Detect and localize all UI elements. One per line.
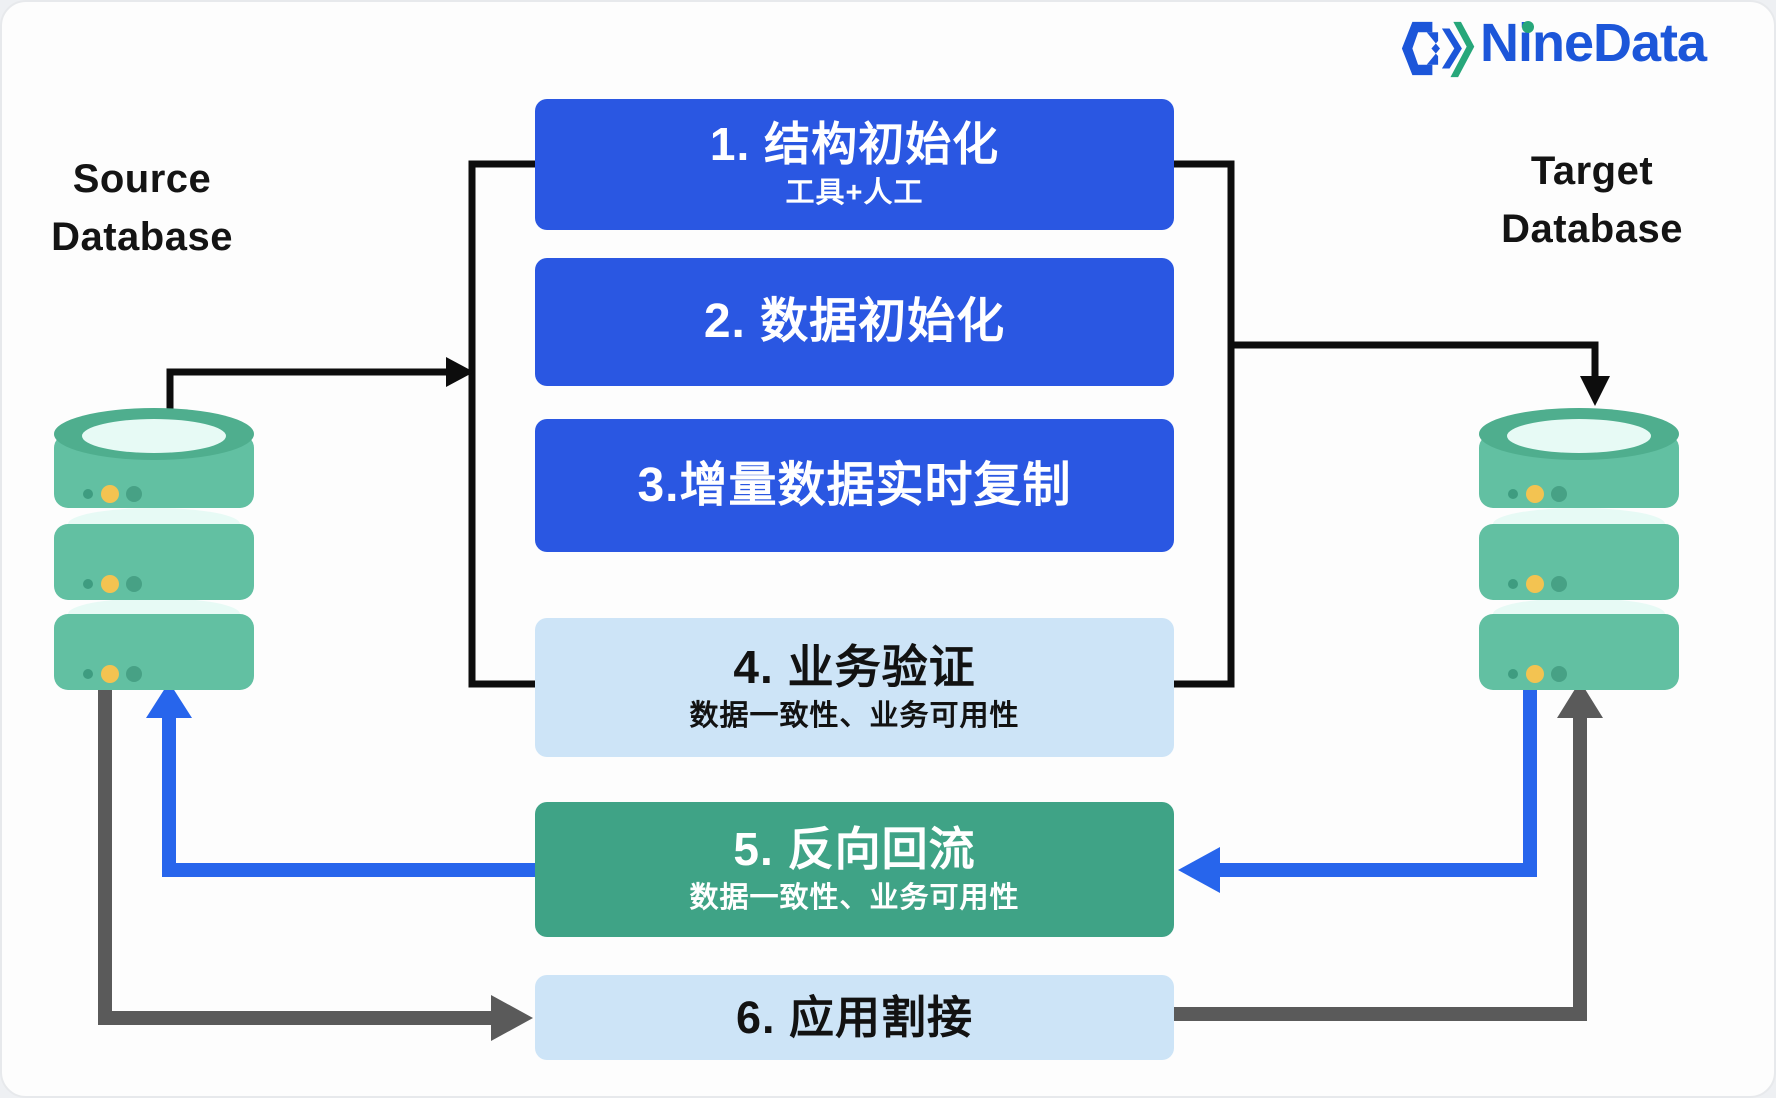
target-arrowhead-icon bbox=[1580, 376, 1610, 406]
flow-step-5-title: 5. 反向回流 bbox=[733, 822, 976, 875]
source-database-icon bbox=[54, 408, 254, 690]
target-to-step5-line bbox=[1218, 686, 1537, 877]
flow-step-4-title: 4. 业务验证 bbox=[733, 640, 976, 693]
target-database-label: Target Database bbox=[1501, 149, 1683, 251]
logo-wordmark: NineData bbox=[1480, 13, 1707, 73]
step5-to-source-line bbox=[162, 716, 535, 877]
source-to-step6-line bbox=[98, 652, 491, 1025]
steps-to-target-arrow bbox=[1231, 341, 1599, 378]
flow-step-3-title: 3.增量数据实时复制 bbox=[637, 458, 1072, 512]
target-up-arrowhead-icon bbox=[1557, 681, 1603, 718]
source-up-arrowhead-icon bbox=[146, 682, 192, 718]
flow-step-2: 2. 数据初始化 bbox=[535, 258, 1174, 386]
bracket-left-line bbox=[468, 160, 535, 688]
step6-to-target-line bbox=[1174, 716, 1587, 1021]
flow-step-4-subtitle: 数据一致性、业务可用性 bbox=[689, 699, 1020, 732]
target-database-icon bbox=[1479, 408, 1679, 690]
flow-step-6-title: 6. 应用割接 bbox=[735, 991, 974, 1043]
logo-i-dot-icon bbox=[1522, 21, 1534, 33]
flow-step-5-subtitle: 数据一致性、业务可用性 bbox=[689, 881, 1020, 914]
flow-step-1: 1. 结构初始化 工具+人工 bbox=[535, 99, 1174, 230]
source-arrowhead-icon bbox=[446, 357, 474, 387]
flow-step-4: 4. 业务验证 数据一致性、业务可用性 bbox=[535, 618, 1174, 757]
flow-step-6: 6. 应用割接 bbox=[535, 975, 1174, 1060]
ninedata-logo-icon bbox=[1401, 21, 1475, 78]
flow-step-3: 3.增量数据实时复制 bbox=[535, 419, 1174, 552]
step6-arrowhead-icon bbox=[491, 995, 533, 1041]
flow-step-1-title: 1. 结构初始化 bbox=[709, 117, 1000, 170]
source-to-steps-arrow bbox=[166, 368, 448, 409]
flow-step-5: 5. 反向回流 数据一致性、业务可用性 bbox=[535, 802, 1174, 937]
bracket-right-line bbox=[1174, 160, 1235, 688]
flow-step-1-subtitle: 工具+人工 bbox=[785, 176, 924, 209]
source-database-label: Source Database bbox=[51, 157, 233, 259]
flow-step-2-title: 2. 数据初始化 bbox=[703, 295, 1006, 349]
step5-left-arrowhead-icon bbox=[1178, 847, 1220, 893]
